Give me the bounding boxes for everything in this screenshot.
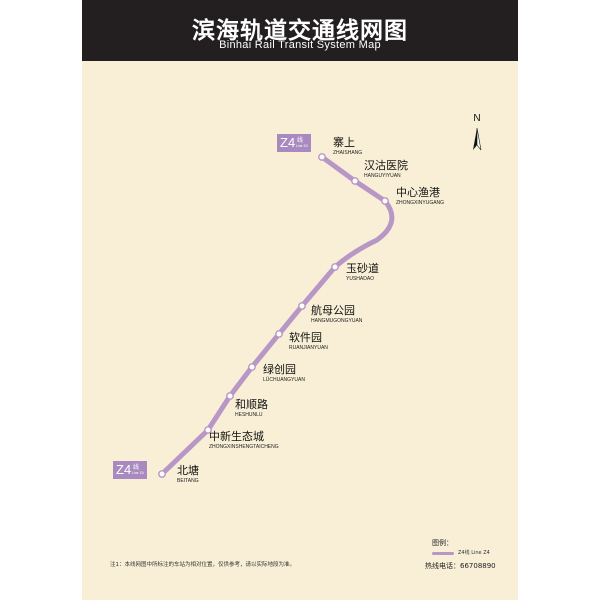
north-label: N xyxy=(473,113,481,124)
hotline-text: 热线电话：66708890 xyxy=(425,562,496,570)
station-name-zh: 北塘 xyxy=(177,463,199,477)
station-name-zh: 软件园 xyxy=(289,330,322,344)
station-name-en: LÜCHUANGYUAN xyxy=(263,376,305,383)
line-z4-route xyxy=(159,154,395,477)
station-name-en: YUSHADAO xyxy=(346,276,374,282)
line-badge-en: Line Z4 xyxy=(132,471,144,475)
footnote: 注1：本线网图中所标注的车站为相对位置，仅供参考，请以实际地段为准。 xyxy=(110,562,296,568)
station-name-zh: 汉沽医院 xyxy=(364,158,408,172)
station-name-zh: 中心渔港 xyxy=(396,186,440,199)
station-name-en: ZHONGXINSHENGTAICHENG xyxy=(209,444,279,450)
line-badge-zh: 线 xyxy=(133,464,140,471)
line-badge-top: Z4 线 Line Z4 xyxy=(277,134,311,152)
station-name-en: HANGUYIYUAN xyxy=(364,173,401,179)
line-badge-number: Z4 xyxy=(116,462,132,477)
legend-title: 图例： xyxy=(432,539,453,547)
legend-line-label: Z4线 Line Z4 xyxy=(458,550,490,556)
station-dot xyxy=(248,363,256,371)
station-dot xyxy=(318,153,326,161)
station-name-en: BEITANG xyxy=(177,478,199,484)
map-title: 滨海轨道交通线网图 xyxy=(192,18,408,44)
station-name-zh: 寨上 xyxy=(333,135,355,149)
station-name-en: ZHONGXINYUGANG xyxy=(396,200,444,206)
station-dot xyxy=(351,177,359,185)
station-dot xyxy=(204,426,212,434)
station-dot xyxy=(381,197,389,205)
line-badge-bottom: Z4 线 Line Z4 xyxy=(113,461,147,479)
station-name-zh: 航母公园 xyxy=(311,303,355,317)
station-dot xyxy=(158,470,166,478)
station-name-en: RUANJIANYUAN xyxy=(289,345,328,351)
station-name-en: HANGMUGONGYUAN xyxy=(311,318,363,324)
compass: N xyxy=(467,113,487,124)
map-poster: 滨海轨道交通线网图 Binhai Rail Transit System Map… xyxy=(82,0,518,600)
station-name-en: HESHUNLU xyxy=(235,412,263,418)
station-name-zh: 玉砂道 xyxy=(346,261,379,275)
station-name-zh: 中新生态城 xyxy=(209,429,264,443)
station-name-zh: 绿创园 xyxy=(263,362,296,376)
line-badge-number: Z4 xyxy=(280,135,296,150)
station-dot xyxy=(331,263,339,271)
map-subtitle: Binhai Rail Transit System Map xyxy=(219,39,381,51)
station-name-en: ZHAISHANG xyxy=(333,150,362,156)
compass-icon xyxy=(473,127,482,151)
station-dot xyxy=(275,330,283,338)
line-badge-zh: 线 xyxy=(297,137,304,144)
station-dot xyxy=(226,392,234,400)
map-header: 滨海轨道交通线网图 Binhai Rail Transit System Map xyxy=(82,0,518,61)
legend-line-swatch xyxy=(432,552,454,555)
station-name-zh: 和顺路 xyxy=(235,398,268,411)
station-dot xyxy=(298,302,306,310)
line-badge-en: Line Z4 xyxy=(296,144,308,148)
